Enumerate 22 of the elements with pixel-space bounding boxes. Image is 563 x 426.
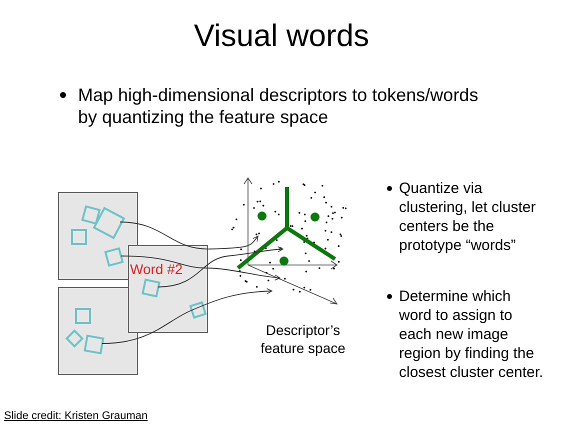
word-label: Word #2 [130, 261, 183, 277]
bullet-text: Quantize via clustering, let cluster centers be the prototype “words” [399, 179, 537, 255]
image-patch [58, 287, 138, 375]
region-square [142, 278, 160, 298]
slide-title: Visual words [192, 18, 370, 54]
arrow [120, 222, 258, 250]
credit-text: Slide credit: Kristen Grauman [4, 410, 148, 422]
region-square [189, 301, 207, 319]
arrow [158, 246, 284, 288]
region-square [92, 206, 126, 240]
arrow [120, 256, 280, 280]
region-square [65, 329, 84, 348]
bullet-text: Determine which word to assign to each new image region by finding the closest cluster center. [399, 287, 544, 382]
region-square [104, 247, 124, 267]
region-square [81, 205, 101, 225]
bullet-text: Map high-dimensional descriptors to tokens/words by quantizing the feature space [78, 84, 480, 128]
image-patch [128, 245, 208, 333]
axis-caption: Descriptor’s feature space [260, 321, 346, 357]
region-square [84, 334, 104, 354]
region-square [75, 308, 91, 324]
arrow [102, 288, 272, 344]
region-square [71, 229, 87, 245]
